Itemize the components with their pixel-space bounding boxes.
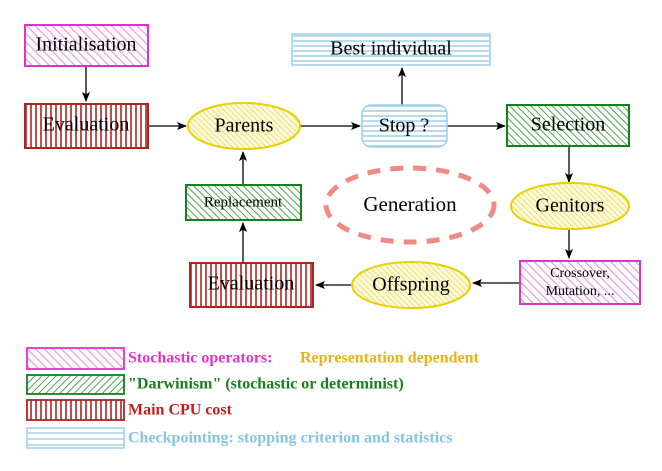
node-crossover-mutation[interactable]: Crossover, Mutation, ...: [519, 260, 641, 305]
selection-label: Selection: [531, 114, 605, 136]
generation-label: Generation: [363, 192, 457, 216]
generation-ellipse: [323, 165, 497, 245]
legend-item-checkpoint: Checkpointing: stopping criterion and st…: [26, 427, 452, 449]
node-parents[interactable]: Parents: [187, 102, 301, 150]
parents-label: Parents: [215, 115, 274, 137]
best-individual-label: Best individual: [330, 38, 452, 60]
evaluation-bottom-label: Evaluation: [208, 273, 295, 295]
stop-label: Stop ?: [379, 115, 430, 137]
genitors-label: Genitors: [536, 195, 605, 217]
stop-box[interactable]: [361, 104, 448, 148]
legend-label-checkpoint: Checkpointing: stopping criterion and st…: [128, 430, 452, 447]
node-genitors[interactable]: Genitors: [510, 182, 630, 230]
evaluation-bottom-box[interactable]: [189, 262, 314, 308]
node-replacement[interactable]: Replacement: [185, 184, 302, 221]
edges-layer: [82, 66, 573, 289]
legend-item-stochastic: Stochastic operators: Representation dep…: [26, 347, 479, 370]
node-offspring[interactable]: Offspring: [351, 261, 471, 309]
node-selection[interactable]: Selection: [506, 104, 630, 147]
mutation-label: Mutation, ...: [546, 284, 615, 299]
node-evaluation-top[interactable]: Evaluation: [24, 103, 149, 149]
legend-swatch-checkpoint: [26, 427, 125, 449]
node-generation: Generation: [323, 165, 497, 245]
evaluation-top-label: Evaluation: [43, 114, 130, 136]
legend-label-representation: Representation dependent: [300, 350, 479, 367]
genitors-ellipse[interactable]: [510, 182, 630, 230]
legend-item-darwinism: "Darwinism" (stochastic or determinist): [26, 374, 404, 395]
offspring-label: Offspring: [372, 274, 449, 296]
legend-label-stochastic: Stochastic operators:: [128, 350, 272, 367]
initialisation-box[interactable]: [24, 24, 149, 67]
selection-box[interactable]: [506, 104, 630, 147]
node-stop[interactable]: Stop ?: [361, 104, 448, 148]
crossover-label: Crossover,: [550, 266, 610, 281]
replacement-label: Replacement: [204, 194, 283, 210]
legend-label-darwinism: "Darwinism" (stochastic or determinist): [128, 376, 404, 393]
node-evaluation-bottom[interactable]: Evaluation: [189, 262, 314, 308]
replacement-box[interactable]: [185, 184, 302, 221]
legend-item-cpu: Main CPU cost: [26, 399, 233, 421]
offspring-ellipse[interactable]: [351, 261, 471, 309]
node-initialisation[interactable]: Initialisation: [24, 24, 149, 67]
legend: Stochastic operators: Representation dep…: [26, 347, 479, 449]
crossover-mutation-box[interactable]: [519, 260, 641, 305]
legend-label-cpu: Main CPU cost: [128, 402, 233, 419]
legend-swatch-cpu: [26, 399, 125, 421]
legend-swatch-stochastic: [26, 347, 125, 370]
node-best-individual[interactable]: Best individual: [291, 33, 491, 66]
best-individual-box[interactable]: [291, 33, 491, 66]
parents-ellipse[interactable]: [187, 102, 301, 150]
legend-swatch-darwinism: [26, 374, 125, 395]
initialisation-label: Initialisation: [35, 34, 136, 56]
evaluation-top-box[interactable]: [24, 103, 149, 149]
